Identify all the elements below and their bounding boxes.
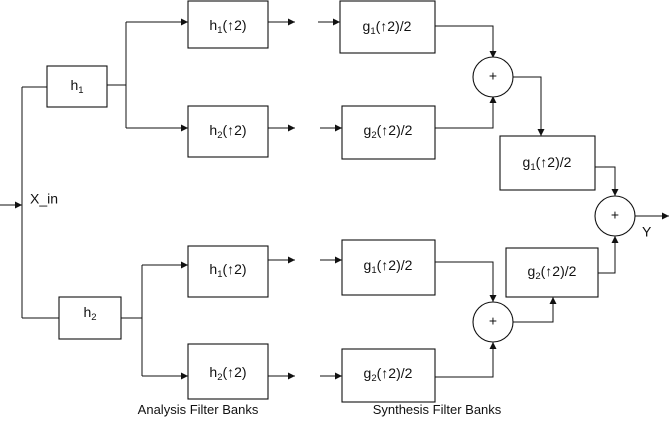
filter-block-g1-top: g1(↑2)/2 — [339, 0, 436, 54]
sum-top-to-g1 — [512, 76, 545, 136]
block-label-tail: (↑2)/2 — [377, 122, 413, 138]
block-label-tail: (↑2)/2 — [541, 263, 577, 279]
filter-block-h1-upsample-top: h1(↑2) — [187, 0, 269, 49]
svg-text:h2: h2 — [83, 304, 96, 323]
g1-to-sum-top — [435, 25, 497, 58]
svg-text:g1(↑2)/2: g1(↑2)/2 — [523, 154, 572, 173]
filter-block-h2-upsample-bottom: h2(↑2) — [187, 343, 269, 400]
block-label-tail: (↑2) — [222, 261, 246, 277]
block-label-sub: 1 — [530, 162, 535, 173]
g2-to-final-sum — [598, 236, 619, 274]
block-label-base: g — [528, 263, 536, 279]
filter-block-h1-upsample-bottom: h1(↑2) — [187, 245, 269, 298]
g1-to-final-sum — [595, 166, 619, 196]
filter-block-h2: h2 — [58, 296, 122, 340]
filter-block-h1: h1 — [46, 65, 108, 108]
block-label-sub: 2 — [91, 312, 96, 323]
summing-junction-final: + — [594, 195, 636, 237]
svg-text:g1(↑2)/2: g1(↑2)/2 — [363, 18, 412, 37]
block-label-base: g — [364, 257, 372, 273]
block-label-tail: (↑2)/2 — [536, 154, 572, 170]
analysis-caption: Analysis Filter Banks — [138, 402, 259, 417]
connection-lines — [0, 18, 669, 380]
filter-block-g2-bottom: g2(↑2)/2 — [341, 348, 436, 403]
block-label-tail: (↑2) — [222, 364, 246, 380]
filter-block-h2-upsample-top: h2(↑2) — [187, 105, 269, 158]
input-label: X_in — [30, 191, 58, 207]
svg-text:g2(↑2)/2: g2(↑2)/2 — [528, 263, 577, 282]
block-label-sub: 2 — [217, 372, 222, 383]
synthesis-caption: Synthesis Filter Banks — [373, 402, 502, 417]
plus-icon: + — [489, 313, 497, 329]
block-label-base: h — [209, 17, 217, 33]
block-label-base: h — [209, 261, 217, 277]
g2-to-sum-bottom — [435, 342, 497, 378]
block-label-sub: 1 — [371, 265, 376, 276]
filter-block-g1-bottom: g1(↑2)/2 — [341, 239, 436, 296]
plus-icon: + — [489, 68, 497, 84]
svg-text:g2(↑2)/2: g2(↑2)/2 — [364, 122, 413, 141]
block-label-sub: 1 — [217, 25, 222, 36]
plus-icon: + — [611, 207, 619, 223]
block-label-tail: (↑2) — [222, 122, 246, 138]
filter-block-g1-second: g1(↑2)/2 — [499, 135, 596, 191]
svg-text:h1(↑2): h1(↑2) — [209, 261, 246, 280]
block-label-sub: 1 — [78, 85, 83, 96]
output-label: Y — [642, 224, 652, 240]
svg-text:h1(↑2): h1(↑2) — [209, 17, 246, 36]
svg-text:h2(↑2): h2(↑2) — [209, 364, 246, 383]
block-label-sub: 2 — [371, 373, 376, 384]
block-label-base: g — [364, 365, 372, 381]
svg-text:h1: h1 — [70, 77, 83, 96]
g1-to-sum-bottom — [435, 261, 497, 302]
block-label-base: h — [209, 122, 217, 138]
filter-block-g2-top: g2(↑2)/2 — [341, 105, 436, 160]
summing-junction-top: + — [472, 56, 514, 98]
block-label-sub: 1 — [217, 269, 222, 280]
block-label-sub: 2 — [535, 271, 540, 282]
block-label-sub: 2 — [371, 130, 376, 141]
block-label-tail: (↑2)/2 — [377, 365, 413, 381]
block-label-base: h — [209, 364, 217, 380]
block-label-base: h — [70, 77, 78, 93]
block-label-base: g — [523, 154, 531, 170]
block-label-sub: 2 — [217, 130, 222, 141]
svg-text:h2(↑2): h2(↑2) — [209, 122, 246, 141]
block-label-tail: (↑2)/2 — [377, 257, 413, 273]
block-label-base: g — [363, 18, 371, 34]
svg-text:g1(↑2)/2: g1(↑2)/2 — [364, 257, 413, 276]
filter-block-g2-second: g2(↑2)/2 — [505, 247, 599, 298]
block-label-tail: (↑2) — [222, 17, 246, 33]
summing-junction-bottom: + — [472, 301, 514, 343]
sum-bottom-to-g2 — [513, 297, 557, 323]
svg-text:g2(↑2)/2: g2(↑2)/2 — [364, 365, 413, 384]
block-label-tail: (↑2)/2 — [376, 18, 412, 34]
block-label-base: h — [83, 304, 91, 320]
g2-to-sum-top — [435, 96, 497, 129]
block-label-base: g — [364, 122, 372, 138]
block-label-sub: 1 — [370, 26, 375, 37]
